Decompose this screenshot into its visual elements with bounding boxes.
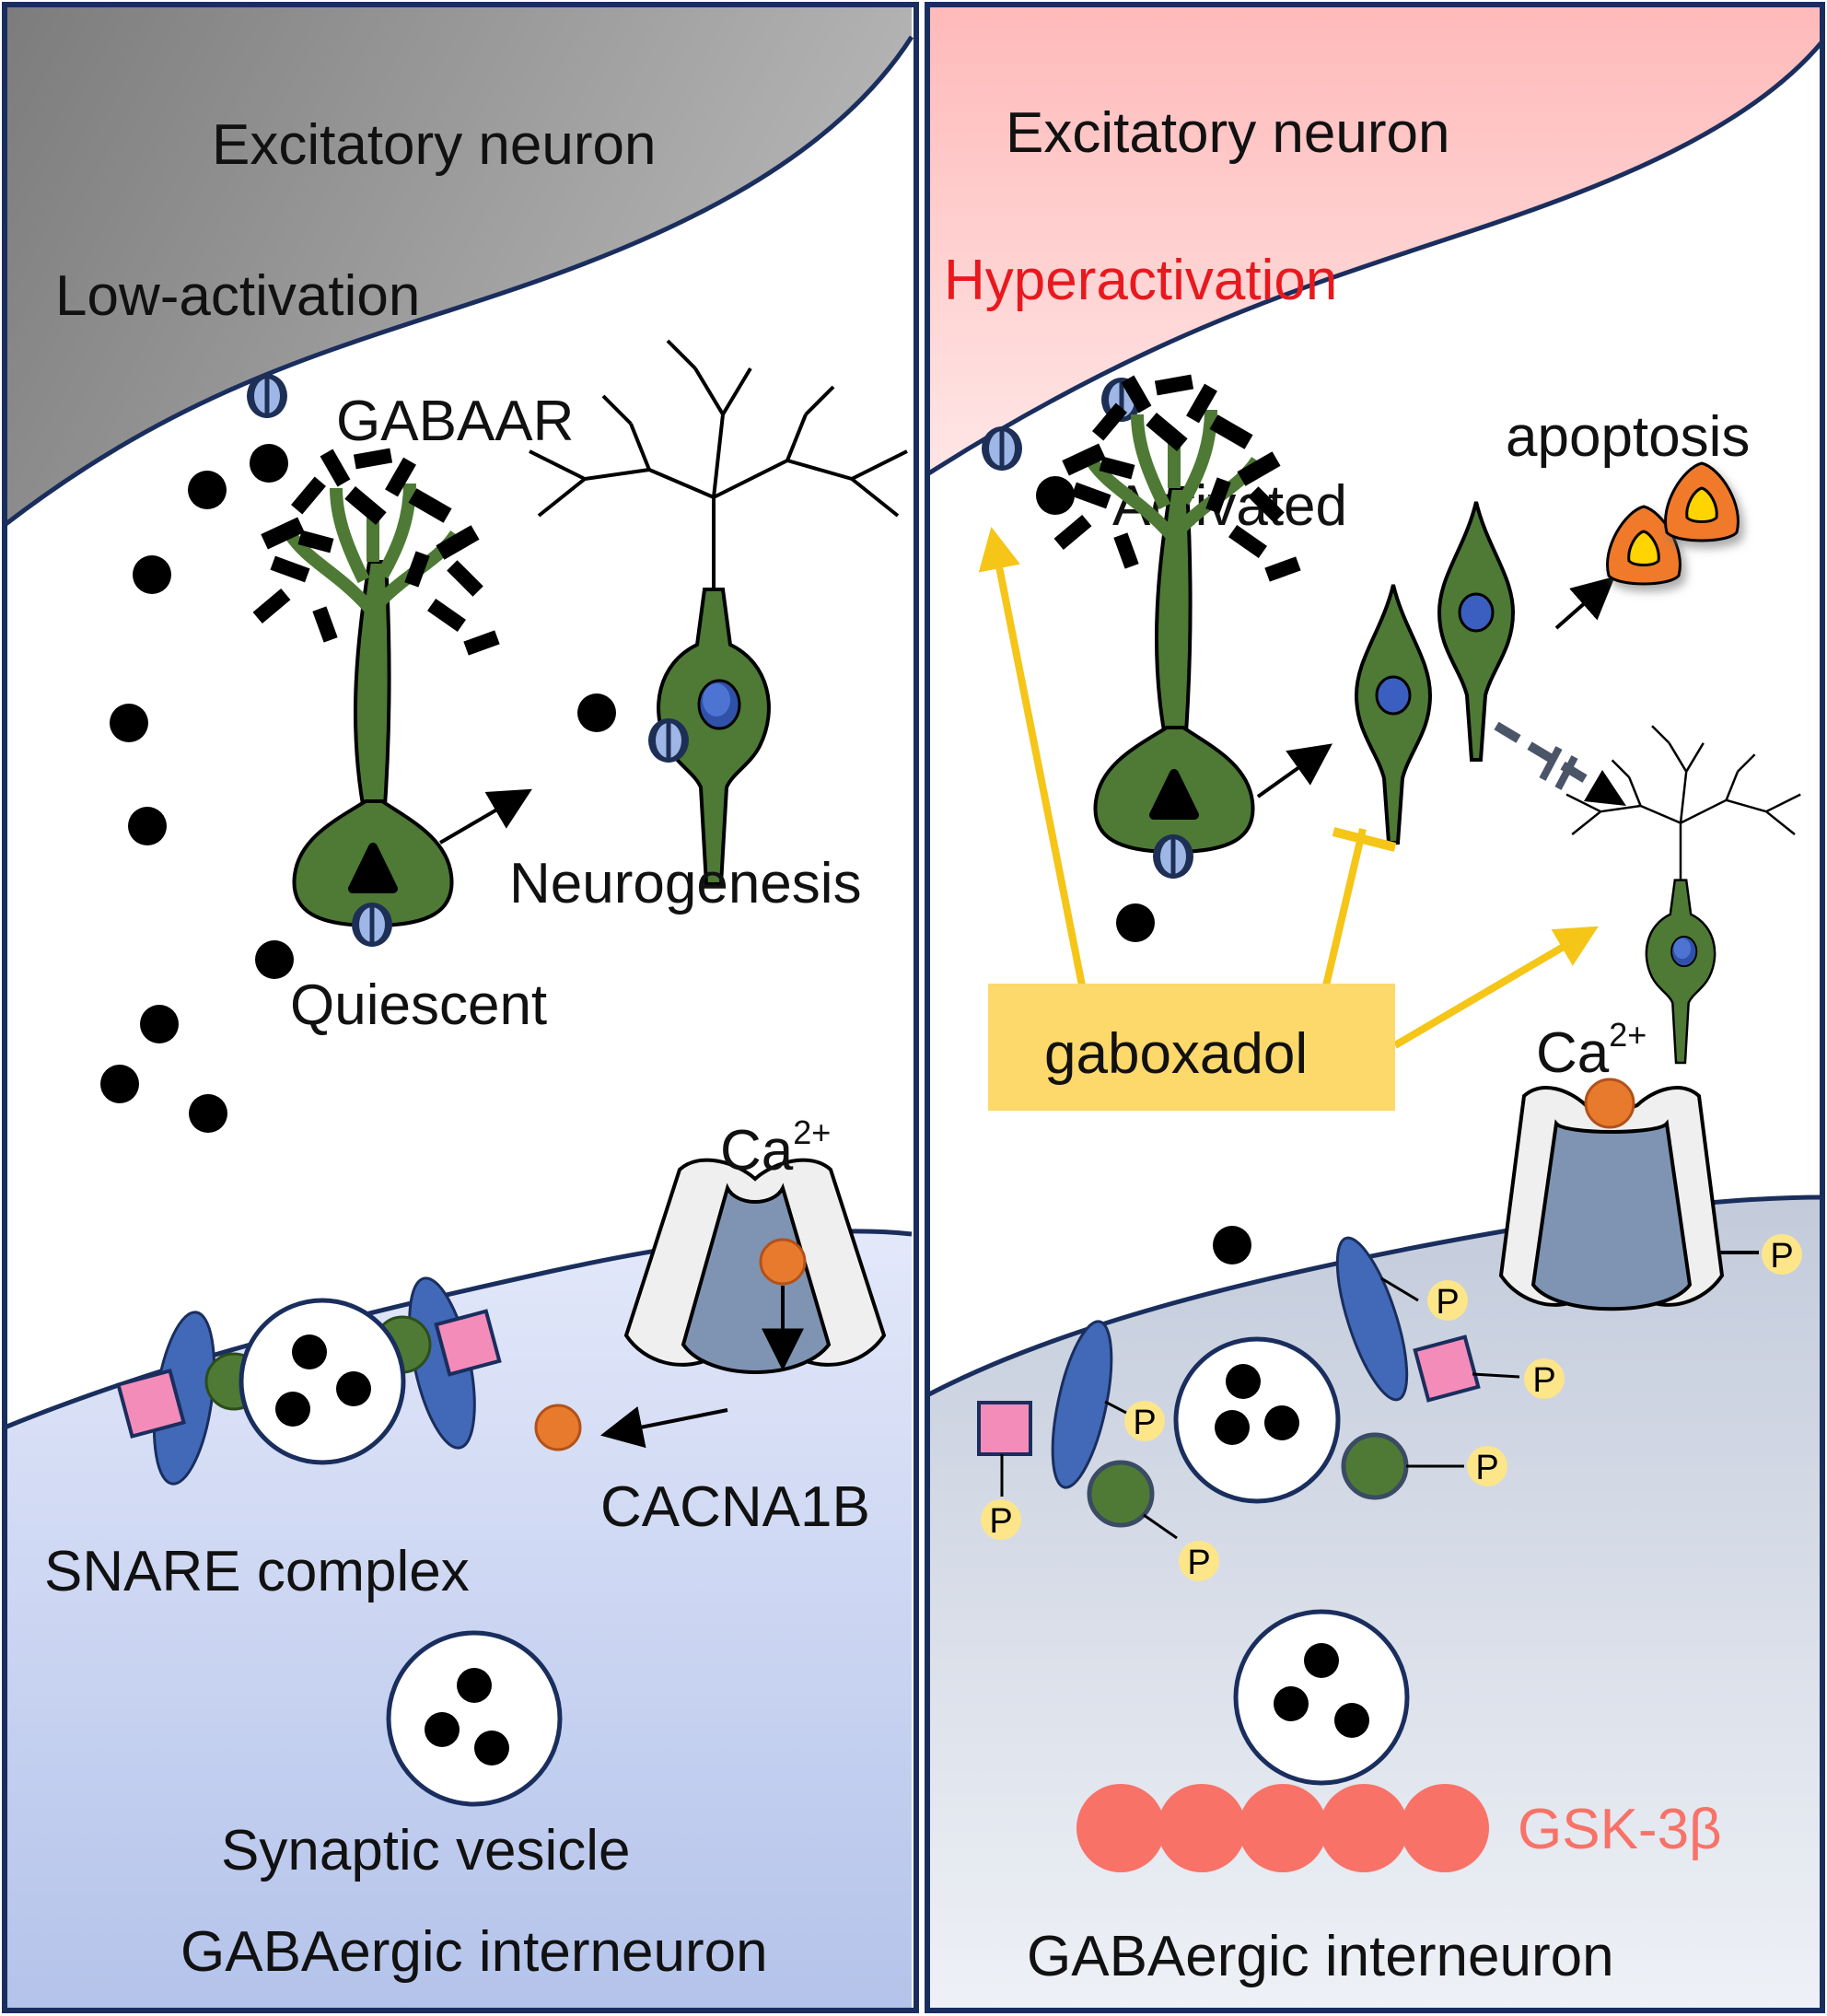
low-activation-label: Low-activation [55,264,420,328]
phospho-label-3: P [1532,1361,1555,1400]
left-excitatory-neuron [5,5,912,525]
gaba-molecules [100,444,616,1133]
right-excitatory-label: Excitatory neuron [1006,101,1449,165]
calcium-influx-arrow [599,1406,728,1449]
gaboxadol-effects [978,526,1599,1111]
synaptic-vesicle [386,1630,563,1807]
quiescent-label: Quiescent [290,973,547,1037]
stem-cell-receptor-icon [352,903,392,947]
neurogenesis-label: Neurogenesis [509,852,862,915]
phospho-label-4: P [1133,1404,1156,1442]
phospho-label-2: P [1436,1283,1459,1322]
gaboxadol-box [988,984,1395,1111]
calcium-ion [534,1404,582,1451]
right-gaba-molecule-3 [1213,1226,1251,1264]
phospho-label-1: P [1770,1237,1793,1276]
blocked-differentiation-arrow [1494,721,1626,806]
cacna1b-channel [623,1158,887,1375]
left-excitatory-label: Excitatory neuron [212,113,656,177]
gaboxadol-label: gaboxadol [1044,1022,1308,1086]
gsk3b-label: GSK-3β [1518,1798,1722,1861]
activated-cell-receptor-icon [1153,834,1193,879]
left-calcium-label: Ca2+ [720,1113,831,1183]
activation-arrow [1256,743,1332,798]
phospho-label-5: P [1475,1449,1498,1487]
left-interneuron [5,1230,912,2010]
right-panel: Excitatory neuron Hyperactivation Activa… [925,2,1825,2013]
gabaar-receptor-icon [247,374,287,418]
apoptosis-arrow [1554,576,1615,630]
phosphorylated-snare [977,1236,1520,1540]
snare-complex-label: SNARE complex [44,1540,470,1603]
gabaar-label: GABAAR [336,390,574,453]
cacna1b-label: CACNA1B [600,1475,870,1539]
right-calcium-label: Ca2+ [1536,1016,1647,1085]
left-panel: Excitatory neuron Low-activation GABAAR … [2,2,919,2013]
neurogenesis-arrow [438,788,532,845]
right-excitatory-neuron [927,5,1822,474]
phospho-label-7: P [1187,1544,1210,1582]
right-synaptic-vesicle [1233,1609,1410,1786]
phospho-label-6: P [989,1502,1012,1541]
hyperactivation-label: Hyperactivation [944,249,1337,312]
neuron-receptor-icon [648,718,689,763]
right-calcium-channel [1498,1078,1759,1311]
right-gaba-molecule-1 [1036,476,1075,515]
right-gaba-molecule-2 [1116,903,1155,942]
snare-complex [116,1276,502,1486]
right-interneuron-label: GABAergic interneuron [1027,1925,1614,1988]
gsk3b-chain [1076,1784,1489,1872]
apoptosis-label: apoptosis [1506,405,1750,469]
left-interneuron-label: GABAergic interneuron [180,1920,768,1984]
right-receptor-icon-1 [982,426,1022,471]
synaptic-vesicle-label: Synaptic vesicle [221,1819,631,1882]
